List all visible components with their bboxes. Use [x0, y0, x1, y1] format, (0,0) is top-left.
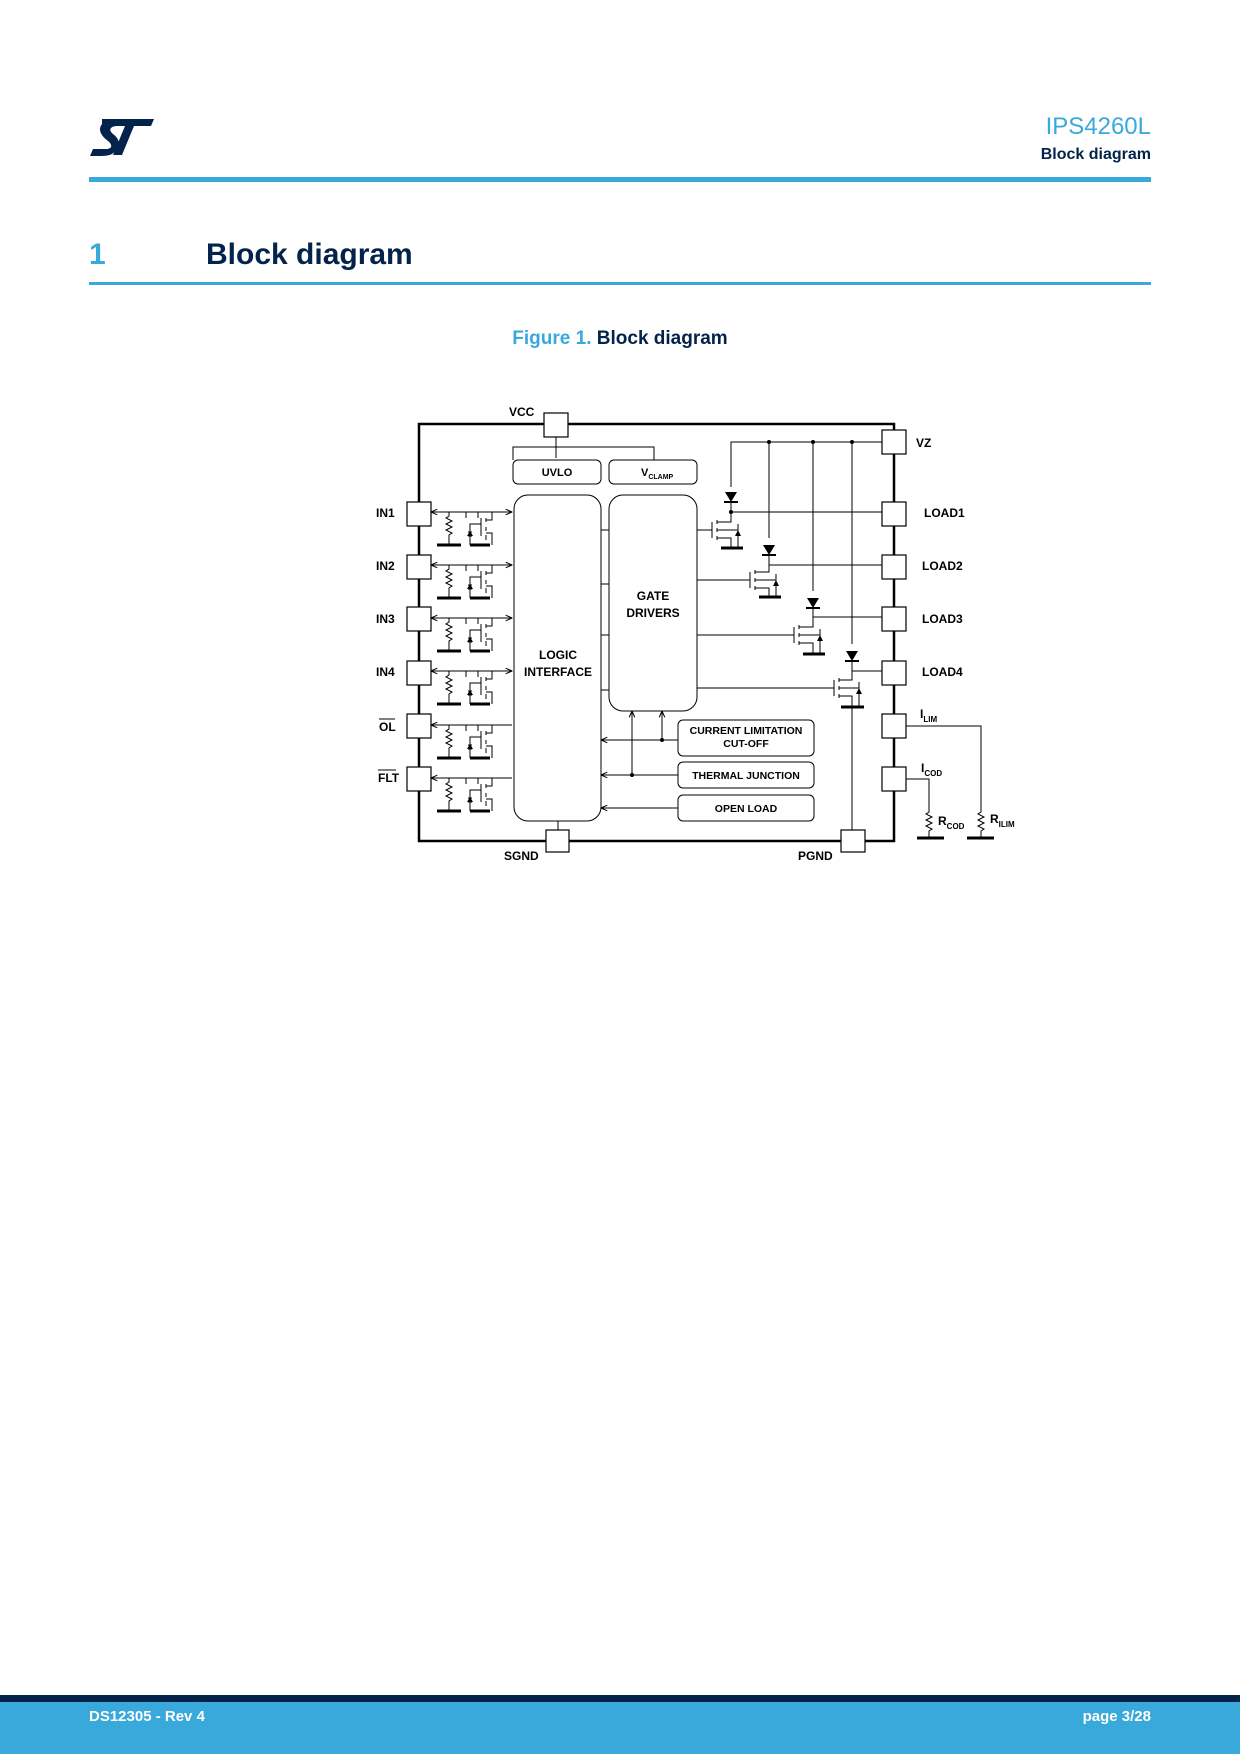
pin-vz — [881, 429, 907, 455]
gate-label-line2: DRIVERS — [626, 606, 679, 620]
sgnd-label: SGND — [504, 849, 539, 863]
section-title: Block diagram — [206, 238, 413, 271]
gate-drivers-block — [608, 494, 698, 712]
logic-label-line2: INTERFACE — [524, 665, 592, 679]
pin-ilim — [881, 713, 907, 739]
figure-title: Block diagram — [596, 328, 728, 349]
output-stage-4 — [697, 651, 882, 830]
pin-load3 — [881, 606, 907, 632]
st-logo-icon — [90, 119, 154, 156]
pin-in4 — [406, 660, 432, 686]
current-label-line1: CURRENT LIMITATION — [690, 725, 803, 737]
pin-vz-label: VZ — [916, 436, 931, 450]
section-number: 1 — [89, 238, 106, 271]
header-rule — [89, 177, 1151, 182]
open-load-label: OPEN LOAD — [715, 803, 778, 815]
pin-in3-label: IN3 — [376, 612, 395, 626]
vclamp-label: VCLAMP — [641, 467, 674, 481]
pin-in3 — [406, 606, 432, 632]
right-pins: VZ LOAD1 LOAD2 LOAD3 LOAD4 ILIM ICOD — [881, 429, 965, 792]
footer-bar — [0, 1702, 1240, 1754]
uvlo-block — [512, 459, 602, 485]
left-pins: IN1 IN2 IN3 IN4 OL FLT — [376, 501, 432, 792]
footer-doc-id: DS12305 - Rev 4 — [89, 1708, 205, 1725]
pin-in1 — [406, 501, 432, 527]
section-rule — [89, 282, 1151, 285]
vclamp-block — [608, 459, 698, 485]
pin-icod-label: ICOD — [921, 761, 942, 778]
pin-load4 — [881, 660, 907, 686]
output-stage — [697, 492, 882, 550]
figure-label: Figure 1. — [512, 328, 592, 349]
current-limitation-block — [677, 719, 815, 757]
block-diagram: VCC UVLO VCLAMP LOGIC INTERFACE GATE DRI… — [376, 405, 1015, 863]
pin-in1-label: IN1 — [376, 506, 395, 520]
rilim-label: RILIM — [990, 812, 1015, 829]
pgnd-pin — [840, 829, 866, 853]
input-stage — [431, 512, 512, 547]
pin-load3-label: LOAD3 — [922, 612, 963, 626]
package-outline — [417, 422, 896, 843]
sgnd-pin — [545, 829, 570, 853]
current-label-line2: CUT-OFF — [723, 738, 769, 750]
vcc-pin — [543, 412, 569, 438]
pin-flt — [406, 766, 432, 792]
pin-flt-label: FLT — [378, 771, 400, 785]
figure-caption: Figure 1. Block diagram — [0, 328, 1240, 350]
doc-title: IPS4260L — [1045, 113, 1151, 140]
pin-load4-label: LOAD4 — [922, 665, 963, 679]
pin-in4-label: IN4 — [376, 665, 395, 679]
logic-label-line1: LOGIC — [539, 648, 577, 662]
pin-ol — [406, 713, 432, 739]
ol-stage — [431, 725, 512, 760]
footer-dark-strip — [0, 1695, 1240, 1702]
pin-load2-label: LOAD2 — [922, 559, 963, 573]
rcod-label: RCOD — [938, 814, 965, 831]
uvlo-label: UVLO — [542, 467, 573, 479]
footer-page-number: page 3/28 — [1082, 1708, 1151, 1725]
pin-load1-label: LOAD1 — [924, 506, 965, 520]
output-stage-2 — [697, 545, 882, 599]
doc-subtitle: Block diagram — [1040, 146, 1151, 163]
vcc-label: VCC — [509, 405, 535, 419]
pin-in2-label: IN2 — [376, 559, 395, 573]
pin-ilim-label: ILIM — [920, 707, 937, 724]
pin-ol-label: OL — [379, 720, 396, 734]
output-stage-3 — [697, 598, 882, 656]
pin-in2 — [406, 554, 432, 580]
pin-icod — [881, 766, 907, 792]
pgnd-label: PGND — [798, 849, 833, 863]
gate-label-line1: GATE — [637, 589, 669, 603]
thermal-label: THERMAL JUNCTION — [692, 770, 800, 782]
pin-load1 — [881, 501, 907, 527]
pin-load2 — [881, 554, 907, 580]
flt-stage — [431, 778, 512, 813]
